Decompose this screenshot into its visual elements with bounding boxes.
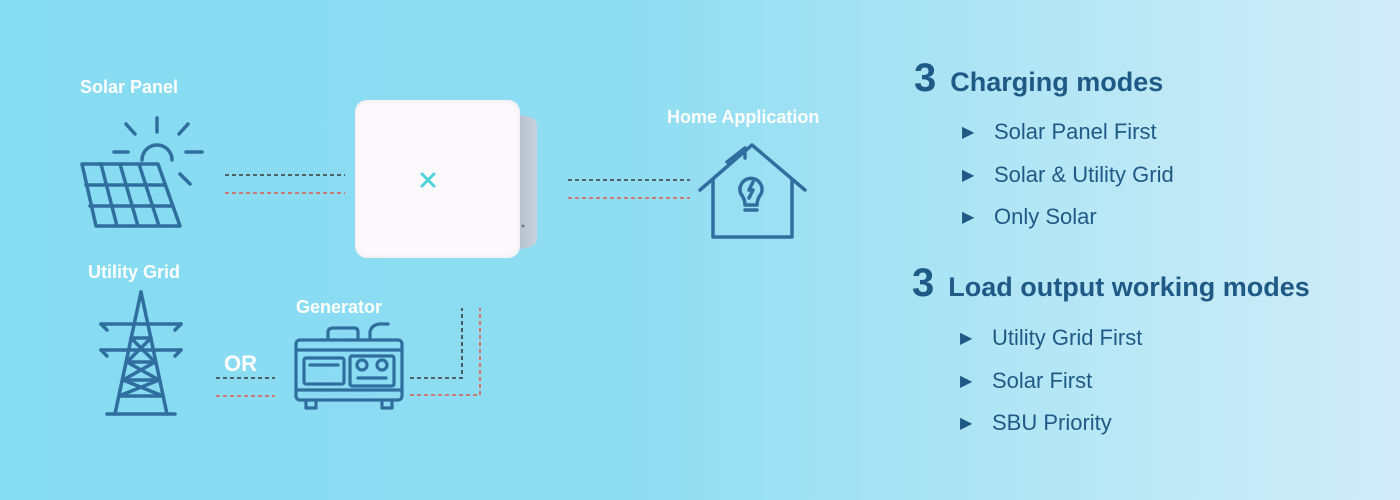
generator-label: Generator <box>296 297 383 317</box>
charging-mode-label: Solar Panel First <box>994 119 1157 145</box>
load-mode-label: Utility Grid First <box>992 325 1143 351</box>
triangle-bullet-icon: ▶ <box>962 209 975 227</box>
generator-wire-dark <box>410 308 463 379</box>
charging-modes-title: Charging modes <box>950 67 1164 97</box>
utility-grid-label: Utility Grid <box>88 262 181 282</box>
inverter-device <box>355 100 537 258</box>
triangle-bullet-icon: ▶ <box>960 415 973 433</box>
triangle-bullet-icon: ▶ <box>962 124 975 142</box>
load-modes-heading: 3 Load output working modes <box>912 261 1310 306</box>
triangle-bullet-icon: ▶ <box>960 372 973 390</box>
list-item: ▶ Utility Grid First <box>960 317 1142 360</box>
list-item: ▶ Only Solar <box>962 196 1174 239</box>
list-item: ▶ SBU Priority <box>960 402 1142 445</box>
solar-panel-label: Solar Panel <box>80 77 179 97</box>
load-modes-list: ▶ Utility Grid First ▶ Solar First ▶ SBU Pr… <box>960 317 1142 445</box>
solar-panel-icon <box>80 116 204 228</box>
list-item: ▶ Solar & Utility Grid <box>962 154 1174 197</box>
load-modes-title: Load output working modes <box>948 272 1310 302</box>
triangle-bullet-icon: ▶ <box>960 330 973 348</box>
load-mode-label: SBU Priority <box>992 410 1112 436</box>
list-item: ▶ Solar Panel First <box>962 111 1174 154</box>
brand-logo-icon <box>420 172 436 188</box>
or-label: OR <box>224 351 257 376</box>
home-application-label: Home Application <box>667 107 820 127</box>
home-icon <box>698 143 807 239</box>
generator-icon <box>294 322 404 410</box>
load-mode-label: Solar First <box>992 367 1093 393</box>
utility-grid-tower-icon <box>99 290 183 416</box>
charging-mode-label: Only Solar <box>994 204 1097 230</box>
triangle-bullet-icon: ▶ <box>962 166 975 184</box>
load-modes-count: 3 <box>912 261 935 305</box>
generator-wire-red <box>410 308 481 396</box>
charging-modes-heading: 3 Charging modes <box>914 56 1163 101</box>
list-item: ▶ Solar First <box>960 360 1142 403</box>
charging-modes-list: ▶ Solar Panel First ▶ Solar & Utility Grid… <box>962 111 1174 239</box>
charging-modes-count: 3 <box>914 56 937 100</box>
charging-mode-label: Solar & Utility Grid <box>994 161 1174 187</box>
